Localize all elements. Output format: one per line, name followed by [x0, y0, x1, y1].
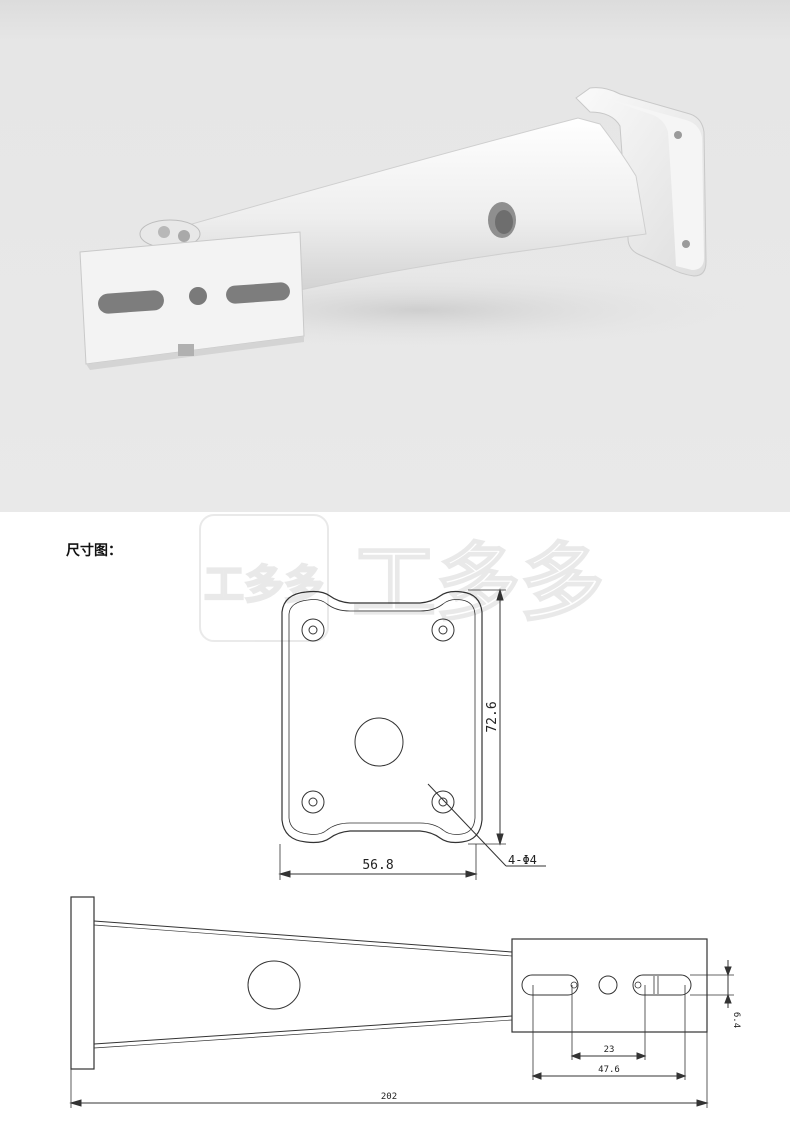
watermark-logo-box — [199, 514, 329, 642]
total-length-label: 202 — [381, 1092, 397, 1102]
hole-leader-line — [427, 783, 507, 867]
plate-hole — [431, 790, 455, 814]
side-front-plate — [511, 938, 708, 1033]
side-slot — [521, 974, 579, 996]
slot-span-label: 47.6 — [598, 1065, 620, 1075]
dim-arrow — [465, 870, 478, 878]
front-plate-edge — [86, 336, 304, 370]
dimension-drawing: 工多多 工多多 — [69, 514, 741, 1108]
dim-arrow — [570, 1052, 581, 1060]
watermark-logo-text: 工多多 — [204, 562, 324, 608]
section-title: 尺寸图： — [66, 543, 122, 559]
dim-arrow — [676, 1072, 687, 1080]
product-photo — [0, 0, 790, 512]
dim-arrow — [69, 1099, 82, 1107]
plate-hole-center — [308, 797, 318, 807]
bottom-nut — [178, 344, 194, 356]
wall-plate-hole — [674, 131, 682, 139]
slot-marker — [570, 981, 578, 989]
slot-spacing-label: 23 — [604, 1045, 615, 1055]
arm-cable-hole-inner — [495, 210, 513, 234]
height-label: 72.6 — [485, 701, 500, 732]
wall-plate-face — [598, 96, 704, 270]
plate-hole — [301, 618, 325, 642]
plate-hole-center — [438, 625, 448, 635]
wall-plate-hole — [682, 240, 690, 248]
dim-arrow — [278, 870, 291, 878]
width-label: 56.8 — [362, 858, 393, 873]
side-wall-plate — [70, 896, 95, 1070]
side-slot — [632, 974, 692, 996]
side-view — [69, 896, 734, 1108]
dim-arrow — [531, 1072, 542, 1080]
side-arm-bottom-edge — [93, 1015, 513, 1045]
side-arm-top-edge — [93, 920, 513, 953]
watermark-text: 工多多 — [352, 534, 604, 632]
plate-hole-center — [308, 625, 318, 635]
front-plate-slot — [98, 290, 164, 314]
side-cable-hole — [247, 960, 301, 1010]
hole-label: 4-Φ4 — [508, 853, 537, 867]
dim-arrow — [724, 966, 732, 977]
dim-arrow — [496, 833, 504, 846]
dim-arrow — [724, 993, 732, 1004]
plate-inner-outline — [288, 599, 476, 835]
front-plate-hole — [189, 287, 207, 305]
plate-cable-hole — [354, 717, 404, 767]
slot-marker — [634, 981, 642, 989]
plate-hole — [301, 790, 325, 814]
dim-arrow — [696, 1099, 709, 1107]
plate-hole — [431, 618, 455, 642]
side-hole — [598, 975, 618, 995]
plate-hole-center — [438, 797, 448, 807]
dim-arrow — [496, 588, 504, 601]
front-plate-slot — [226, 282, 290, 304]
top-view — [278, 588, 546, 880]
slot-height-label: 6.4 — [731, 1012, 741, 1028]
watermark: 工多多 工多多 — [199, 514, 605, 642]
dim-arrow — [636, 1052, 647, 1060]
mount-screw — [158, 226, 170, 238]
plate-outline — [281, 590, 483, 844]
mount-screw — [178, 230, 190, 242]
side-arm-bottom-edge — [93, 1019, 513, 1049]
side-arm-top-edge — [93, 924, 513, 957]
